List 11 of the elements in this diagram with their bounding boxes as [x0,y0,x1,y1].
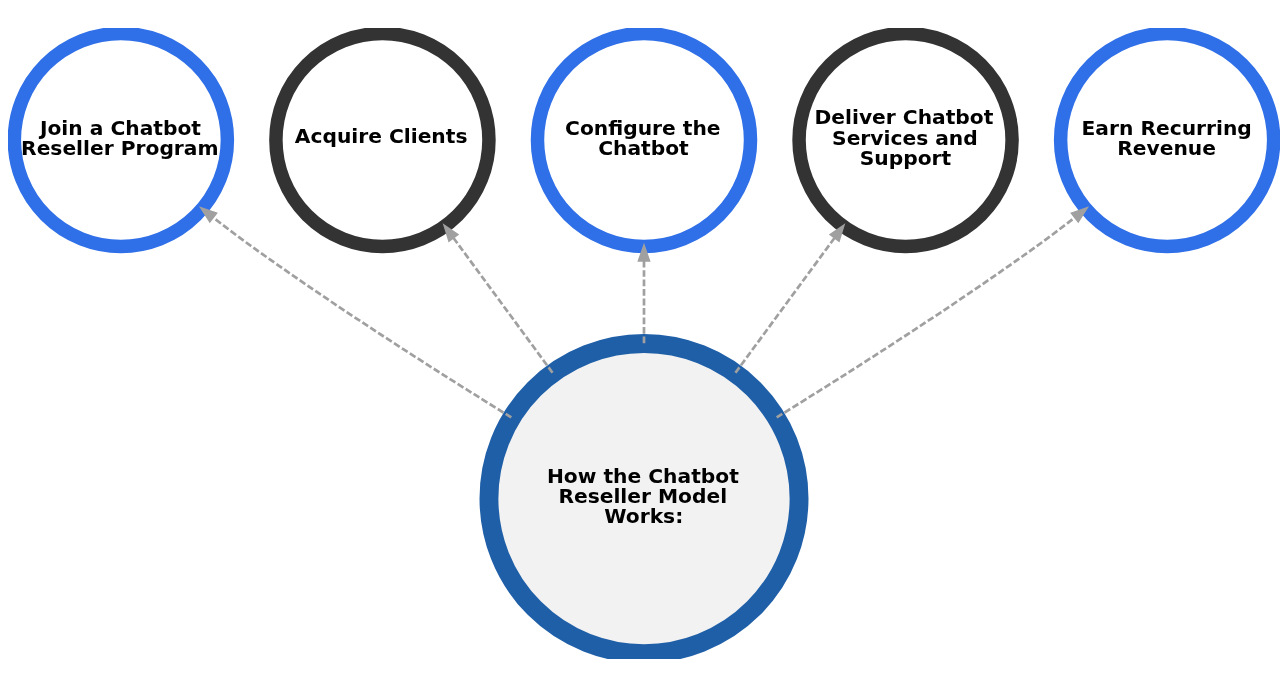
arrow [442,222,554,373]
node-circle: Acquire Clients [269,27,496,253]
arrow [198,205,512,418]
node-circle: Configure the Chatbot [530,27,758,253]
arrow [734,222,846,373]
node-circle: Earn Recurring Revenue [1053,27,1280,253]
arrow [776,205,1090,418]
node-circle: Join a Chatbot Reseller Program [8,27,235,253]
arrow [637,242,651,343]
node-circle: How the Chatbot Reseller Model Works: [479,333,809,659]
node-circle: Deliver Chatbot Services and Support [792,27,1019,253]
